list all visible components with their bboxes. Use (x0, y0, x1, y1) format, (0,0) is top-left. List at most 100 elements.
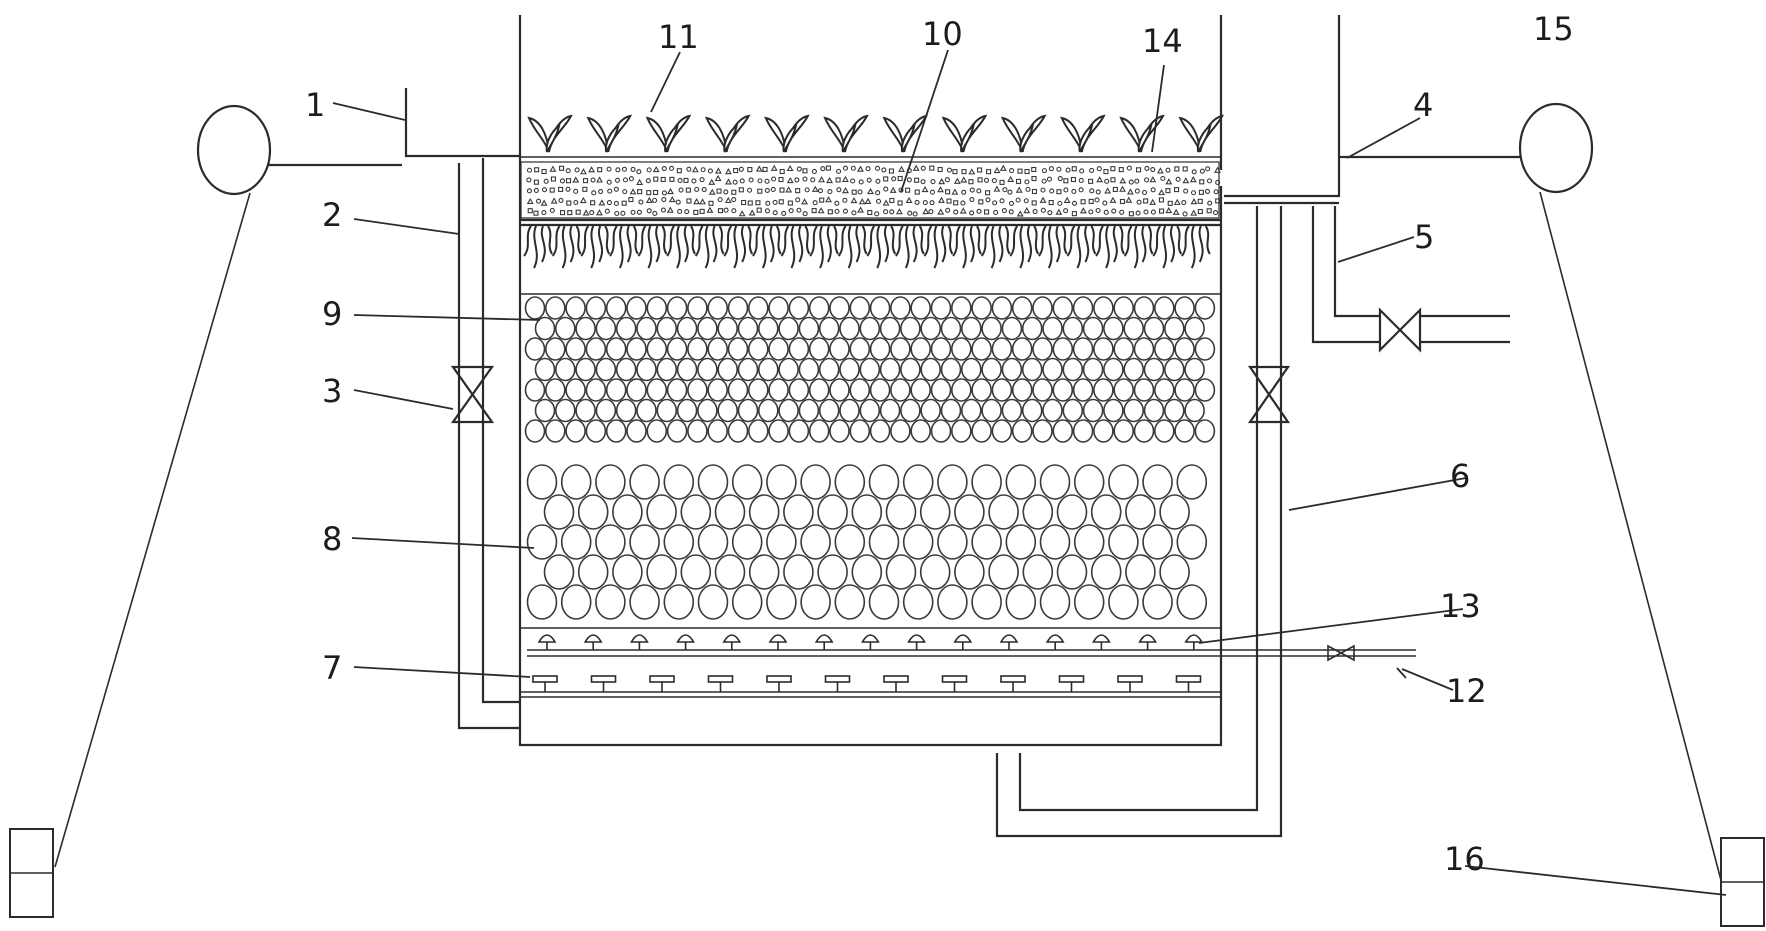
filter-ball-small (930, 419, 952, 443)
filter-ball-large (834, 464, 866, 500)
gravel-particle (1095, 189, 1101, 195)
gravel-particle (928, 209, 934, 215)
filter-ball-large (1159, 554, 1190, 590)
root (890, 225, 897, 255)
filter-ball-small (991, 296, 1013, 320)
gravel-particle (1095, 207, 1101, 214)
filter-ball-small (808, 419, 830, 443)
filter-ball-small (565, 378, 586, 402)
gravel-particle (1128, 179, 1134, 185)
filter-ball-small (1021, 398, 1043, 423)
gravel-particle (1008, 209, 1014, 215)
filter-ball-small (1164, 357, 1185, 382)
gravel-particle (889, 186, 897, 193)
gravel-particle (907, 210, 913, 216)
gravel-particle (969, 210, 975, 216)
filter-ball-large (1073, 584, 1105, 620)
gravel-particle (579, 196, 587, 204)
gravel-particle (1135, 210, 1141, 216)
gravel-particle (764, 187, 770, 193)
filter-ball-small (1093, 337, 1114, 361)
filter-ball-small (849, 419, 871, 443)
filter-ball-small (697, 398, 718, 423)
filter-ball-small (869, 296, 891, 320)
label-6: 6 (1450, 457, 1470, 495)
filter-ball-small (1052, 296, 1074, 320)
plant (704, 114, 751, 153)
filter-ball-large (1176, 584, 1208, 620)
gravel-particle (565, 178, 572, 184)
filter-ball-small (636, 357, 657, 382)
root (551, 225, 561, 257)
gravel-particle (533, 187, 539, 193)
root (540, 225, 546, 263)
gravel-particle (802, 176, 808, 182)
gravel-particle (898, 165, 905, 172)
gravel-particle (755, 200, 761, 206)
gravel-particle (731, 197, 737, 203)
gravel-particle (1119, 198, 1126, 205)
gravel-particle (1205, 166, 1211, 172)
gravel-particle (1199, 168, 1205, 174)
gravel-particle (1039, 196, 1047, 203)
root (575, 225, 582, 255)
inlet-pipe (268, 88, 520, 730)
filter-ball-small (605, 296, 627, 320)
filter-ball-small (829, 419, 850, 443)
gravel-particle (738, 166, 744, 172)
filter-ball-small (1194, 378, 1216, 402)
root (855, 225, 861, 263)
filter-ball-small (818, 398, 840, 423)
root (790, 225, 796, 269)
aerator-head (537, 634, 557, 643)
filter-ball-small (1011, 419, 1033, 443)
filter-ball-small (646, 296, 668, 320)
root (647, 225, 653, 269)
gravel-particle (686, 166, 692, 172)
filter-ball-large (1142, 524, 1173, 560)
filter-ball-small (1154, 337, 1175, 361)
label-1: 1 (305, 86, 325, 124)
gravel-particle (1047, 210, 1053, 216)
filter-ball-small (615, 398, 637, 423)
filter-ball-large (748, 494, 780, 530)
filter-ball-small (1123, 398, 1144, 423)
gravel-particle (938, 196, 945, 203)
gravel-particle (1167, 200, 1173, 206)
root (1027, 225, 1033, 263)
gravel-particle (1158, 188, 1165, 196)
filter-ball-small (1032, 296, 1053, 320)
root (618, 225, 624, 269)
aerator-head (999, 634, 1019, 643)
gravel-particle (708, 200, 714, 206)
gravel-particle (646, 208, 652, 214)
outlet-pipes (995, 15, 1520, 838)
gravel-particle (699, 177, 705, 183)
filter-ball-small (1143, 398, 1165, 423)
filter-ball-small (757, 357, 779, 382)
gravel-particle (614, 210, 620, 217)
root (1204, 225, 1211, 255)
gravel-particle (549, 187, 555, 193)
gravel-particle (1080, 199, 1086, 205)
label-11: 11 (658, 18, 699, 56)
filter-ball-small (1011, 337, 1033, 361)
aerator-head (1184, 634, 1204, 643)
gravel-particle (724, 196, 732, 204)
filter-ball-small (1154, 419, 1175, 443)
root (923, 225, 933, 257)
filter-ball-small (768, 378, 789, 402)
gravel-particle (1213, 210, 1219, 216)
root (1061, 225, 1068, 255)
filter-ball-small (615, 357, 637, 382)
root (751, 225, 761, 257)
gravel-particle (983, 177, 990, 183)
gravel-particle (778, 199, 784, 205)
filter-ball-small (1032, 378, 1053, 402)
root (1105, 225, 1110, 269)
gravel-particle (834, 208, 840, 214)
gravel-particle (1119, 209, 1125, 215)
root (980, 225, 990, 257)
gravel-particle (582, 186, 588, 192)
filter-ball-small (585, 378, 607, 402)
